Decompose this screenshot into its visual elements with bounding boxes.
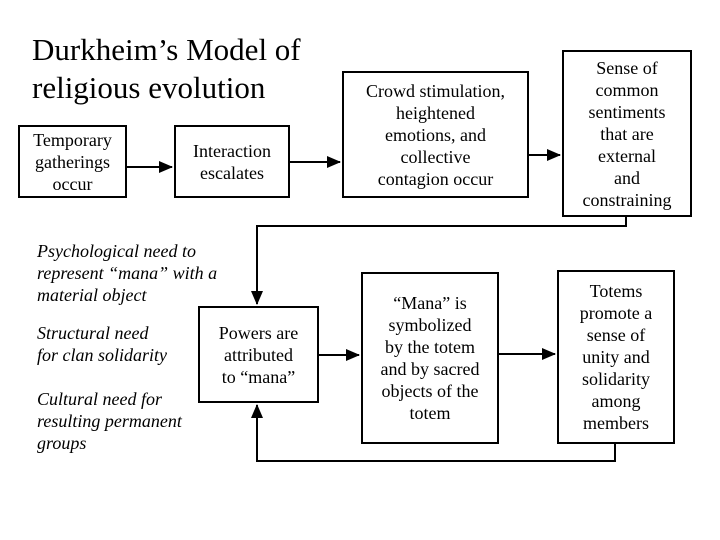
box-powers-attributed-to-mana: Powers are attributed to “mana” — [198, 306, 319, 403]
box-crowd-stimulation: Crowd stimulation, heightened emotions, … — [342, 71, 529, 198]
note-cultural-need: Cultural need for resulting permanent gr… — [37, 389, 182, 453]
slide-title: Durkheim’s Model of religious evolution — [32, 32, 301, 105]
box-mana-symbolized-by-totem: “Mana” is symbolized by the totem and by… — [361, 272, 499, 444]
note-psychological-need: Psychological need to represent “mana” w… — [37, 241, 218, 305]
box-interaction-escalates: Interaction escalates — [174, 125, 290, 198]
box-totems-promote-solidarity: Totems promote a sense of unity and soli… — [557, 270, 675, 444]
note-structural-need: Structural need for clan solidarity — [37, 323, 167, 365]
box-sense-of-common-sentiments: Sense of common sentiments that are exte… — [562, 50, 692, 217]
box-temporary-gatherings: Temporary gatherings occur — [18, 125, 127, 198]
